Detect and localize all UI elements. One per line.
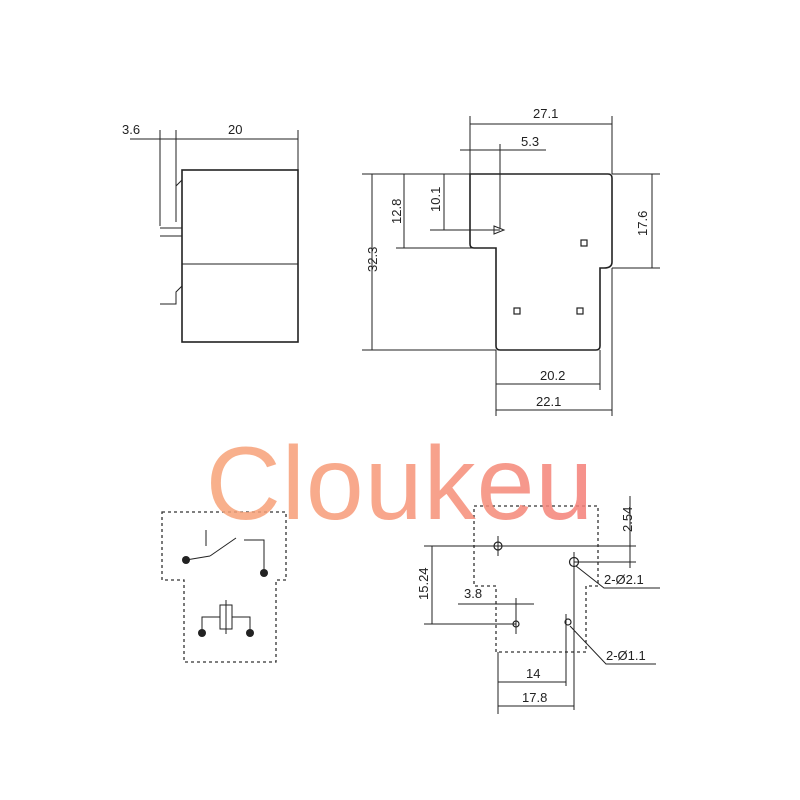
dim-hole-small: 2-Ø1.1: [606, 648, 646, 663]
dim-lower-width: 20.2: [540, 368, 565, 383]
top-pin-2: [513, 307, 521, 315]
relay-schematic: [161, 511, 287, 663]
switch-lead: [185, 555, 211, 561]
side-view-body: [181, 169, 299, 343]
dim-upper-height: 12.8: [389, 199, 404, 224]
side-view: 3.6 20: [122, 122, 299, 343]
dim-vertical: 15.24: [416, 567, 431, 600]
dim-height: 32.3: [365, 247, 380, 272]
switch-no-terminal: [260, 569, 268, 577]
schematic-outline: [161, 511, 287, 663]
top-pin-3: [576, 307, 584, 315]
dim-pin-offset: 5.3: [521, 134, 539, 149]
dim-pitch-14: 14: [526, 666, 540, 681]
dim-total-width: 27.1: [533, 106, 558, 121]
dim-hole-large: 2-Ø2.1: [604, 572, 644, 587]
dim-base-width: 22.1: [536, 394, 561, 409]
dim-pin-height: 10.1: [428, 187, 443, 212]
leader-hole-small: [569, 625, 656, 665]
leader-hole-large: [575, 565, 660, 589]
dim-small-offset: 3.8: [464, 586, 482, 601]
coil-terminal-left: [198, 629, 206, 637]
side-pin-top: [175, 179, 183, 222]
coil-lead-left: [201, 616, 220, 632]
side-dim-width: 20: [228, 122, 242, 137]
side-pin-bottom: [160, 285, 183, 305]
coil-terminal-right: [246, 629, 254, 637]
dim-pitch-17-8: 17.8: [522, 690, 547, 705]
top-view-body: [469, 173, 613, 351]
pcb-outline: [473, 505, 599, 653]
switch-blade: [209, 537, 237, 557]
top-view: 27.1 5.3 32.3 12.8 10.1 17.6 20.2 22.1: [362, 106, 660, 416]
side-pin-mid: [160, 227, 182, 237]
coil-lead-right: [232, 616, 251, 632]
side-dim-pin-offset: 3.6: [122, 122, 140, 137]
pcb-layout: 2.54 15.24 3.8 2-Ø2.1 2-Ø1.1 14 17.8: [416, 496, 660, 714]
dim-right-height: 17.6: [635, 211, 650, 236]
switch-contact-lead: [244, 539, 265, 572]
top-pin-1: [580, 239, 588, 247]
dim-top-pitch: 2.54: [620, 507, 635, 532]
